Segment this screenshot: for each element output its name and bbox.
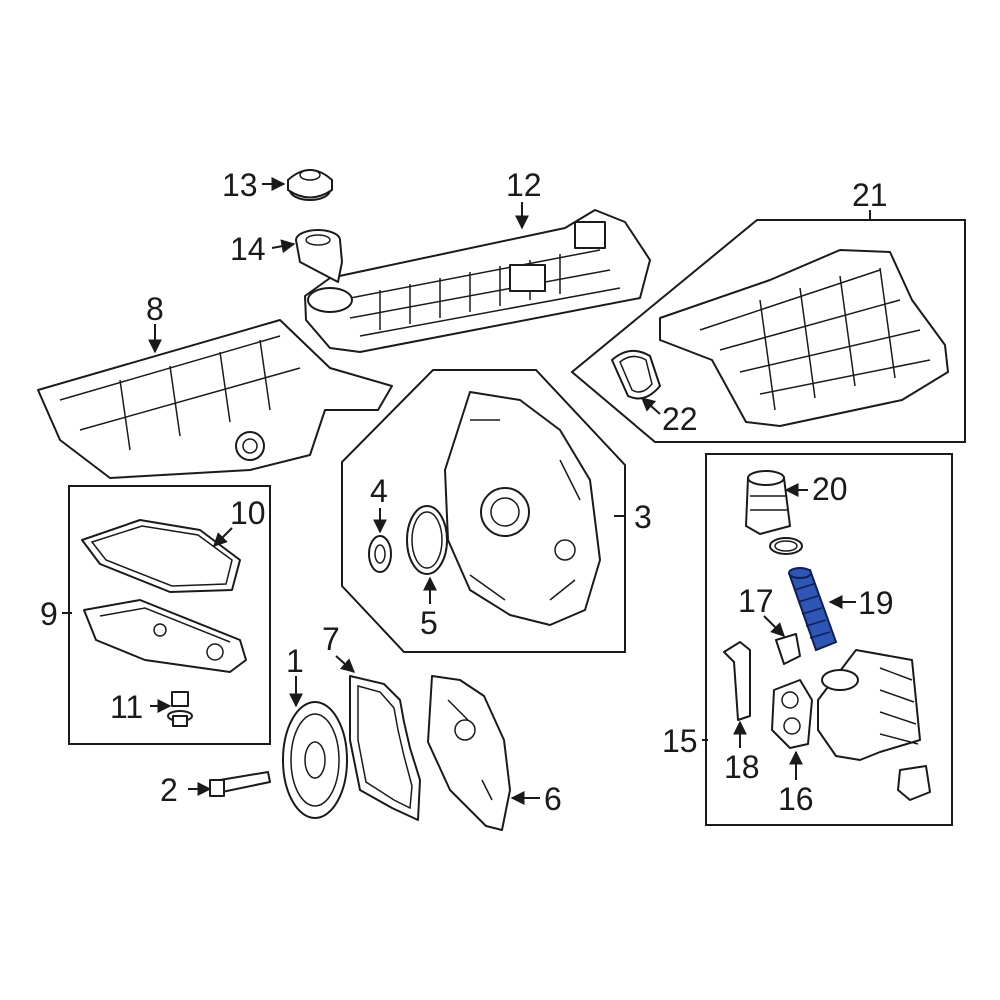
callout-20: 20 xyxy=(812,471,848,507)
part-cover-gasket[interactable] xyxy=(349,675,421,821)
part-oil-filter-housing[interactable] xyxy=(817,649,931,801)
callout-7: 7 xyxy=(322,621,340,657)
group-box-3 xyxy=(341,369,626,653)
part-crankshaft-pulley[interactable] xyxy=(282,701,348,819)
part-gasket-strip[interactable] xyxy=(723,641,751,721)
callout-3: 3 xyxy=(634,499,652,535)
callout-1: 1 xyxy=(286,643,304,679)
callout-17: 17 xyxy=(738,583,774,619)
part-bolt[interactable] xyxy=(209,771,271,797)
callout-13: 13 xyxy=(222,167,258,203)
leader-14 xyxy=(271,239,296,254)
part-o-ring-large[interactable] xyxy=(406,505,448,575)
callout-14: 14 xyxy=(230,231,266,267)
group-box-9 xyxy=(68,485,271,745)
callout-8: 8 xyxy=(146,291,164,327)
part-o-ring-small[interactable] xyxy=(769,537,803,555)
part-oil-filler-cap[interactable] xyxy=(287,169,333,201)
callout-18: 18 xyxy=(724,749,760,785)
part-housing-gasket[interactable] xyxy=(771,679,813,749)
part-oil-filter-cap[interactable] xyxy=(745,470,791,535)
leader-7 xyxy=(335,655,356,673)
part-engine-cover[interactable] xyxy=(304,209,651,353)
callout-12: 12 xyxy=(506,167,542,203)
part-lower-oil-pan[interactable] xyxy=(83,599,247,673)
part-timing-cover[interactable] xyxy=(427,675,511,831)
part-oil-filter-highlighted[interactable] xyxy=(788,567,838,652)
callout-2: 2 xyxy=(160,772,178,808)
callout-16: 16 xyxy=(778,781,814,817)
callout-5: 5 xyxy=(420,605,438,641)
callout-22: 22 xyxy=(662,401,698,437)
callout-9: 9 xyxy=(40,596,58,632)
callout-15: 15 xyxy=(662,723,698,759)
part-manifold-gasket[interactable] xyxy=(611,349,661,400)
part-oil-pan[interactable] xyxy=(37,319,393,479)
leader-17 xyxy=(763,615,785,637)
callout-11: 11 xyxy=(110,689,143,725)
leader-22 xyxy=(640,397,661,415)
part-pan-gasket[interactable] xyxy=(81,519,241,593)
part-seal[interactable] xyxy=(368,535,392,573)
group-box-15 xyxy=(705,453,953,826)
callout-10: 10 xyxy=(230,495,266,531)
callout-4: 4 xyxy=(370,473,388,509)
part-filler-neck[interactable] xyxy=(295,229,343,283)
part-filter-seal[interactable] xyxy=(775,633,801,665)
leader-10 xyxy=(213,527,233,547)
part-drain-plug[interactable] xyxy=(167,691,193,727)
group-box-21 xyxy=(570,219,966,443)
part-timing-case[interactable] xyxy=(444,391,601,626)
callout-21: 21 xyxy=(852,177,888,213)
callout-6: 6 xyxy=(544,781,562,817)
callout-19: 19 xyxy=(858,585,894,621)
part-intake-manifold[interactable] xyxy=(659,249,949,427)
